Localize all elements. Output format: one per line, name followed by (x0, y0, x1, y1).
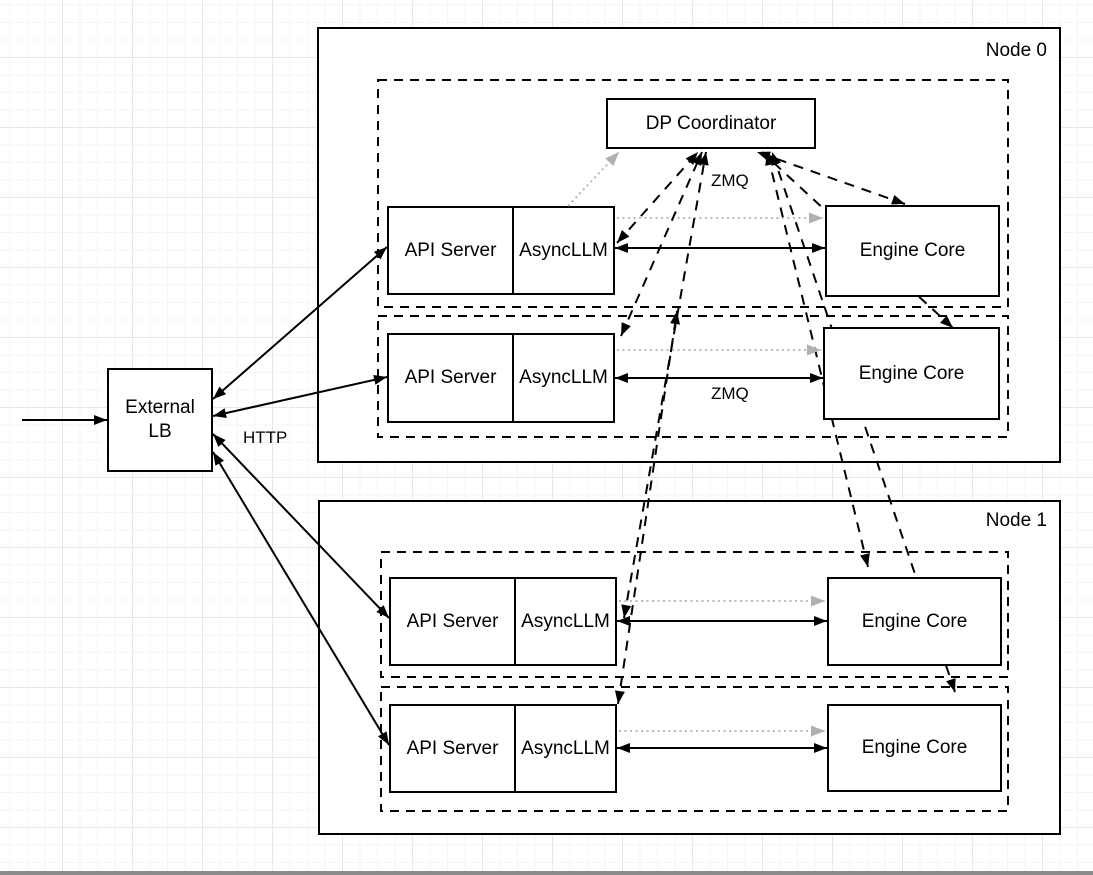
engine-core-n1r1: Engine Core (827, 704, 1002, 792)
api-async-n0r0: API Server AsyncLLM (387, 206, 615, 295)
arrowhead (213, 452, 224, 466)
engine-core-n0r1: Engine Core (823, 327, 1000, 420)
dp-coordinator-label: DP Coordinator (645, 112, 777, 134)
arrowhead (213, 386, 227, 399)
edge-inbound-to-lb (22, 415, 107, 425)
engine-core-n0r1-label: Engine Core (858, 362, 965, 384)
zmq-label-bottom: ZMQ (711, 384, 749, 403)
http-label: HTTP (243, 428, 288, 447)
api-async-n1r1-cell-0: API Server (406, 737, 499, 759)
canvas-bottom-edge (0, 871, 1093, 875)
api-async-n1r0: API Server AsyncLLM (389, 577, 617, 666)
api-async-n0r1-cell-0: API Server (404, 367, 497, 389)
api-async-n1r1-cell-1: AsyncLLM (514, 706, 615, 791)
dp-coordinator: DP Coordinator (606, 98, 816, 149)
api-async-n0r1: API Server AsyncLLM (387, 333, 615, 423)
engine-core-n0r0-label: Engine Core (859, 240, 966, 262)
api-async-n1r1: API Server AsyncLLM (389, 704, 617, 793)
engine-core-n1r0: Engine Core (827, 577, 1002, 666)
api-async-n0r0-cell-0: API Server (404, 239, 497, 261)
engine-core-n0r0: Engine Core (825, 205, 1000, 297)
api-async-n0r0-cell-1: AsyncLLM (512, 208, 613, 293)
api-async-n1r0-cell-0: API Server (406, 610, 499, 632)
zmq-label-top: ZMQ (711, 171, 749, 190)
api-async-n1r0-cell-1: AsyncLLM (514, 579, 615, 664)
arrowhead (213, 434, 226, 447)
engine-core-n1r0-label: Engine Core (861, 610, 968, 632)
external-lb-label: External (125, 397, 195, 419)
node1-label: Node 1 (985, 510, 1047, 531)
external-lb-label: LB (148, 421, 172, 442)
arrowhead (94, 415, 107, 425)
api-async-n0r1-cell-1: AsyncLLM (512, 335, 613, 421)
engine-core-n1r1-label: Engine Core (861, 737, 968, 759)
node0-label: Node 0 (985, 40, 1047, 61)
arrowhead (213, 408, 227, 419)
